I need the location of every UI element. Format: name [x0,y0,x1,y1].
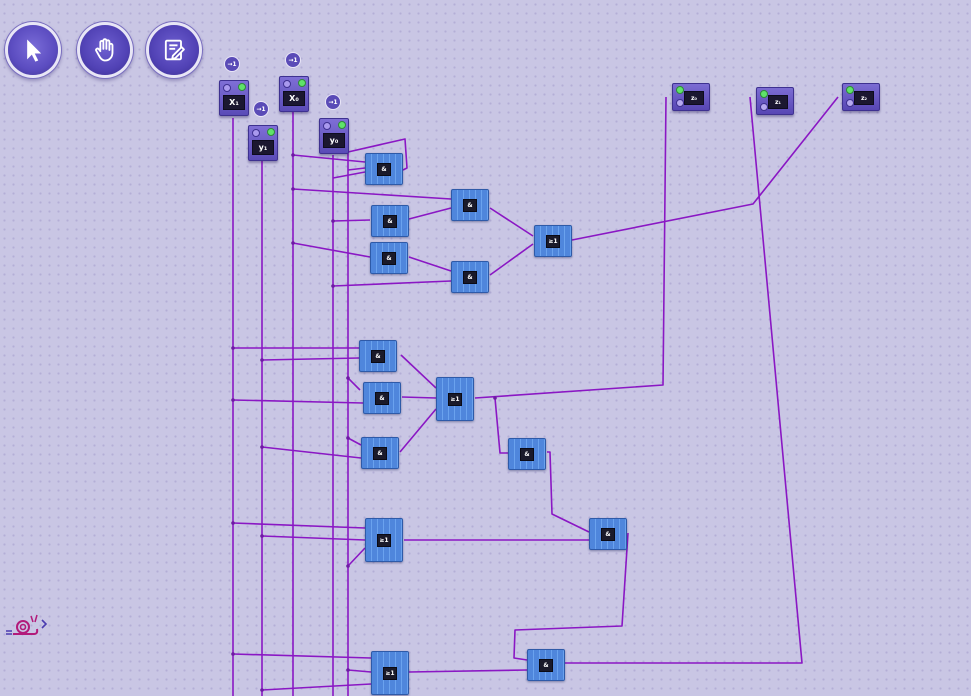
gate-display: & [539,658,553,672]
input-label: X₁ [223,95,245,110]
status-led [238,83,246,91]
output-knob [676,99,684,107]
logic-gate[interactable]: & [359,340,397,372]
output-label: z₂ [854,91,874,105]
output-label: z₀ [684,91,704,105]
input-y0[interactable]: y₀ [319,118,349,154]
input-tag: →1 [285,52,301,68]
output-knob [846,99,854,107]
status-led [338,121,346,129]
gate-display: ≥1 [383,666,397,680]
status-led [676,86,684,94]
status-led [846,86,854,94]
input-y1[interactable]: y₁ [248,125,278,161]
gate-display: & [520,447,534,461]
pan-tool-button[interactable] [80,25,130,75]
select-tool-button[interactable] [8,25,58,75]
logic-gate[interactable]: & [508,438,546,470]
gate-display: ≥1 [546,234,560,248]
output-knob [760,103,768,111]
logic-gate[interactable]: & [451,189,489,221]
input-tag: →1 [224,56,240,72]
logic-gate[interactable]: & [365,153,403,185]
output-z2[interactable]: z₂ [842,83,880,111]
input-knob [252,129,260,137]
logic-gate[interactable]: & [363,382,401,414]
logic-gate[interactable]: & [371,205,409,237]
input-knob [283,80,291,88]
logic-gate[interactable]: & [361,437,399,469]
input-x0[interactable]: X₀ [279,76,309,112]
logic-gate[interactable]: ≥1 [365,518,403,562]
input-label: X₀ [283,91,305,106]
logic-gate[interactable]: & [370,242,408,274]
output-z1[interactable]: z₁ [756,87,794,115]
input-knob [323,122,331,130]
gate-display: & [601,527,615,541]
logic-gate[interactable]: & [527,649,565,681]
input-tag: →1 [325,94,341,110]
gate-display: & [375,391,389,405]
hand-icon [95,38,114,62]
gate-display: & [382,251,396,265]
logic-gate[interactable]: & [589,518,627,550]
logic-gate[interactable]: ≥1 [371,651,409,695]
notes-tool-button[interactable] [149,25,199,75]
pointer-arrow-icon [27,39,42,62]
gate-display: & [383,214,397,228]
logic-gate[interactable]: ≥1 [534,225,572,257]
gate-display: & [377,162,391,176]
logic-gate[interactable]: ≥1 [436,377,474,421]
input-x1[interactable]: X₁ [219,80,249,116]
logic-gate[interactable]: & [451,261,489,293]
gate-display: & [373,446,387,460]
input-label: y₁ [252,140,274,155]
gate-display: & [463,198,477,212]
status-led [267,128,275,136]
output-label: z₁ [768,95,788,109]
gate-display: ≥1 [377,533,391,547]
input-knob [223,84,231,92]
gate-display: & [371,349,385,363]
input-label: y₀ [323,133,345,148]
notepad-edit-icon [164,39,185,61]
gate-display: ≥1 [448,392,462,406]
gate-display: & [463,270,477,284]
snail-speed-icon[interactable] [4,612,50,636]
input-tag: →1 [253,101,269,117]
status-led [760,90,768,98]
status-led [298,79,306,87]
output-z0[interactable]: z₀ [672,83,710,111]
